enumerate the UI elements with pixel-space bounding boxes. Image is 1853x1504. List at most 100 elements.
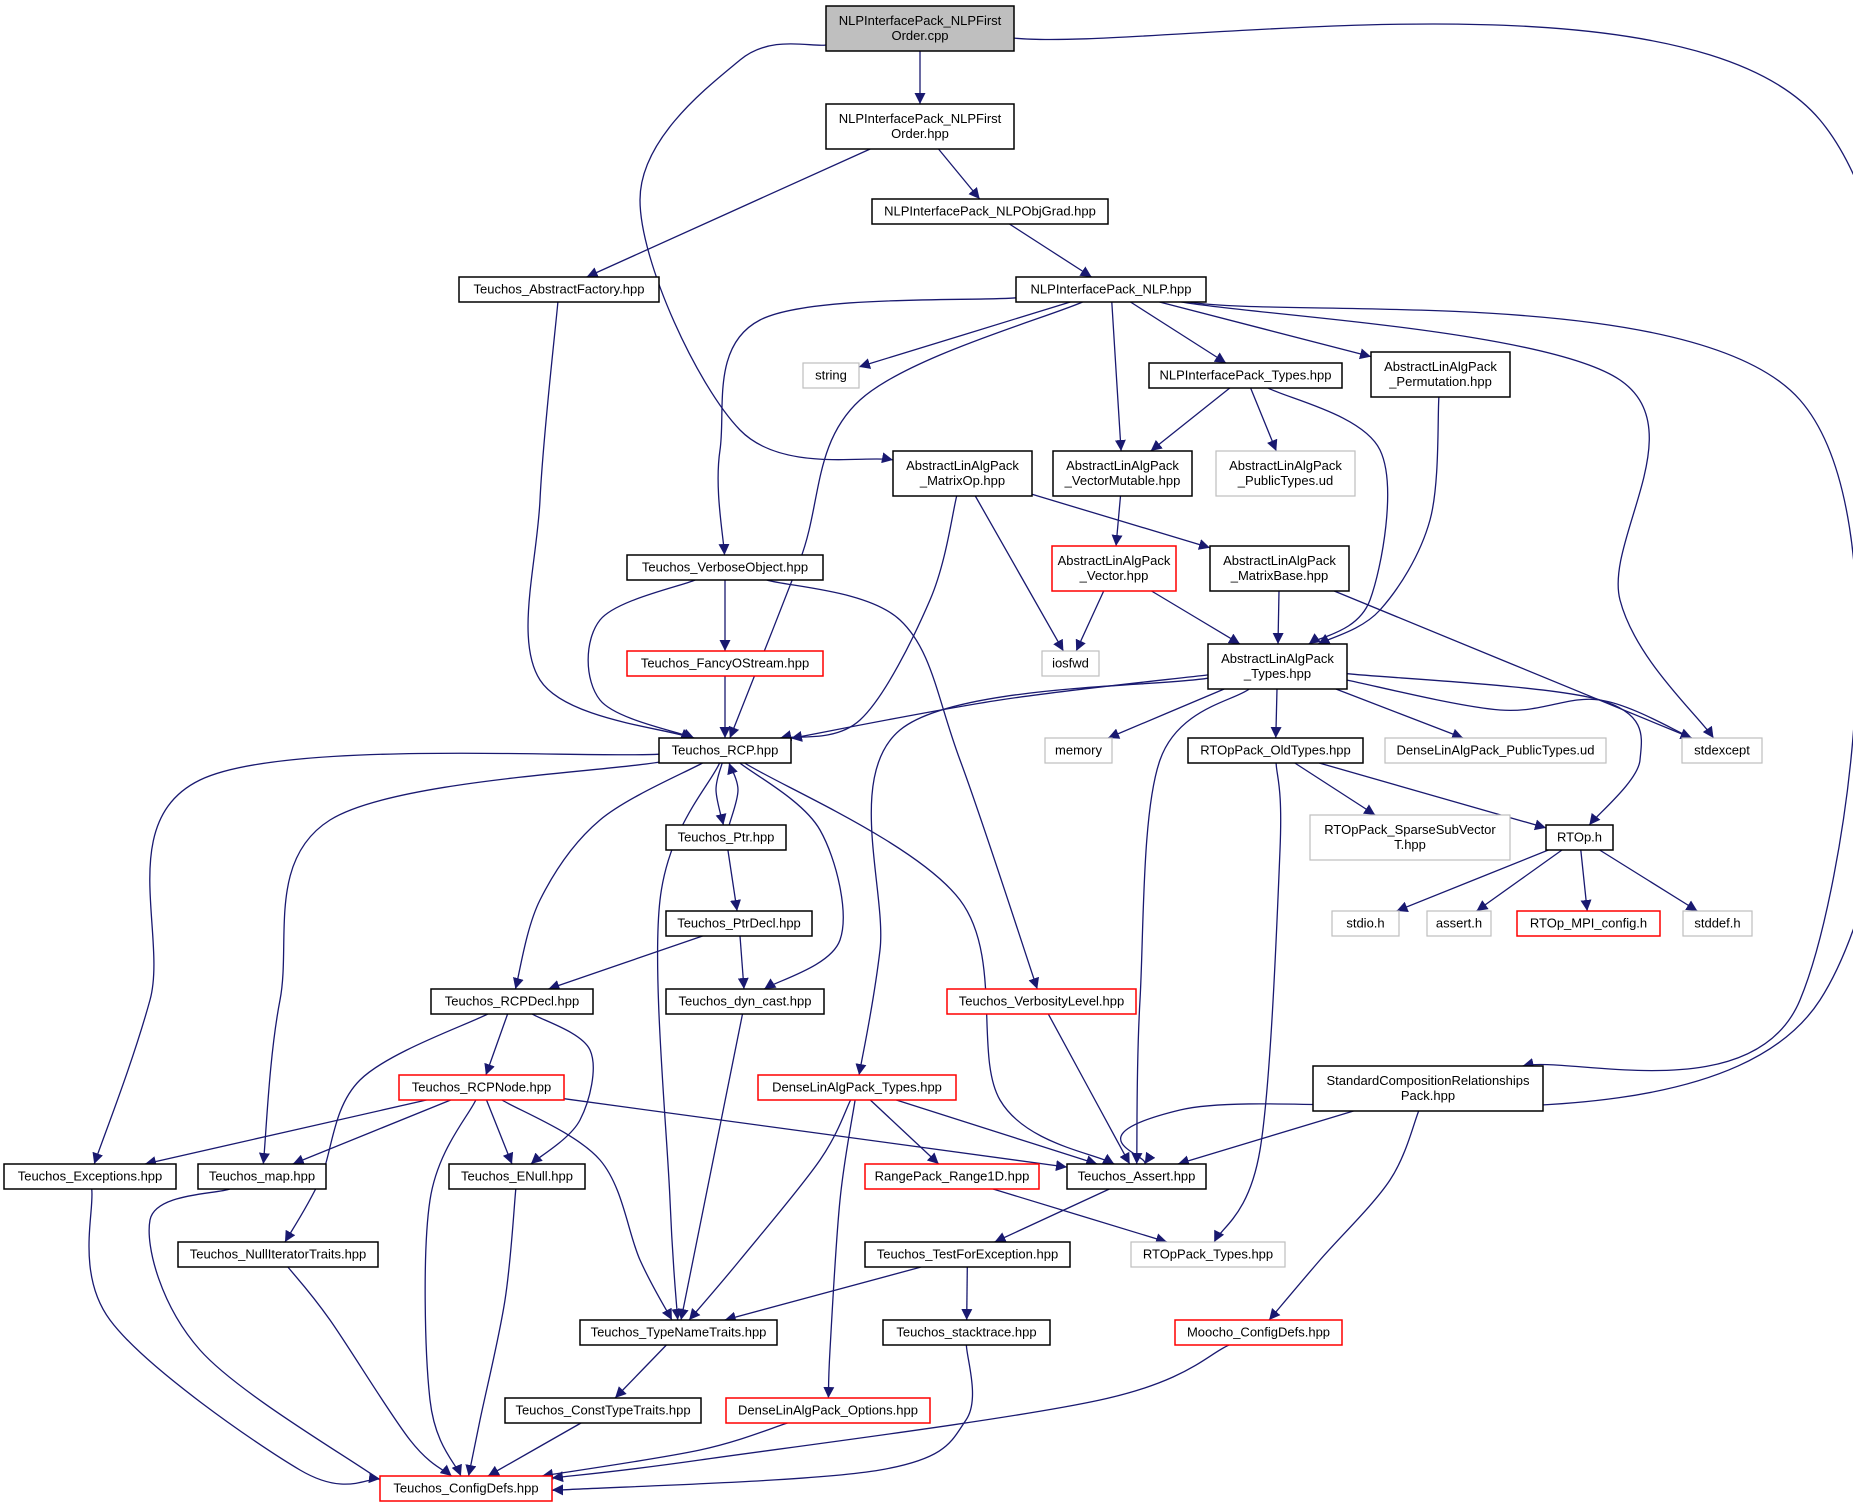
node-box [864,1163,1040,1190]
edge-stdcomp-to-assert [1177,1110,1354,1167]
node-label-line: T.hpp [1394,837,1426,852]
node-label-line: Teuchos_TypeNameTraits.hpp [591,1325,767,1340]
node-range[interactable]: RangePack_Range1D.hpp [864,1163,1040,1190]
node-label-line: RangePack_Range1D.hpp [875,1169,1030,1184]
node-stdexcept[interactable]: stdexcept [1681,737,1763,764]
node-testforexc[interactable]: Teuchos_TestForException.hpp [864,1241,1071,1268]
node-rcpnode[interactable]: Teuchos_RCPNode.hpp [398,1074,565,1101]
edge-enull-to-configdefs [465,1188,517,1477]
node-box [1545,824,1614,851]
node-rcp[interactable]: Teuchos_RCP.hpp [658,737,792,764]
node-rtoptypes[interactable]: RTOpPack_Types.hpp [1130,1241,1286,1268]
node-label-line: AbstractLinAlgPack [1066,458,1179,473]
node-enull[interactable]: Teuchos_ENull.hpp [448,1163,586,1190]
node-ptr[interactable]: Teuchos_Ptr.hpp [665,824,787,851]
node-iosfwd[interactable]: iosfwd [1041,650,1100,677]
node-label-line: string [815,368,847,383]
node-stddef[interactable]: stddef.h [1682,910,1753,937]
node-label-line: Teuchos_NullIteratorTraits.hpp [190,1247,367,1262]
edge-rcpdecl-to-nulliter [284,1013,489,1243]
node-label-line: Teuchos_ConfigDefs.hpp [393,1481,538,1496]
node-box [825,103,1015,150]
node-label-line: stdexcept [1694,743,1750,758]
node-nlp[interactable]: NLPInterfacePack_NLP.hpp [1015,276,1207,303]
edge-verbobj-to-rcp [587,579,696,740]
node-label-line: _Vector.hpp [1079,568,1149,583]
node-typename[interactable]: Teuchos_TypeNameTraits.hpp [579,1319,778,1346]
node-configdefs[interactable]: Teuchos_ConfigDefs.hpp [379,1475,553,1502]
node-label-line: Teuchos_AbstractFactory.hpp [473,282,644,297]
node-verbobj[interactable]: Teuchos_VerboseObject.hpp [626,554,824,581]
node-alptypes[interactable]: AbstractLinAlgPack_Types.hpp [1207,643,1348,690]
node-denspub[interactable]: DenseLinAlgPack_PublicTypes.ud [1384,737,1607,764]
edge-rcp-to-assert [744,762,1115,1165]
node-vecmut[interactable]: AbstractLinAlgPack_VectorMutable.hpp [1052,450,1193,497]
node-matrixop[interactable]: AbstractLinAlgPack_MatrixOp.hpp [892,450,1033,497]
node-label-line: Teuchos_FancyOStream.hpp [641,656,809,671]
node-moocho[interactable]: Moocho_ConfigDefs.hpp [1174,1319,1343,1346]
edge-verbobj-to-verblevel [766,579,1039,990]
node-rcpdecl[interactable]: Teuchos_RCPDecl.hpp [430,988,594,1015]
node-box [658,737,792,764]
edge-ptrdecl-to-rcpdecl [548,935,703,991]
node-string[interactable]: string [802,362,860,389]
node-stacktrace[interactable]: Teuchos_stacktrace.hpp [882,1319,1051,1346]
node-label-line: RTOp_MPI_config.h [1530,916,1647,931]
node-consttype[interactable]: Teuchos_ConstTypeTraits.hpp [504,1397,702,1424]
node-fancy[interactable]: Teuchos_FancyOStream.hpp [626,650,824,677]
node-box [665,988,825,1015]
node-label-line: stddef.h [1694,916,1740,931]
node-map[interactable]: Teuchos_map.hpp [197,1163,327,1190]
node-stdio[interactable]: stdio.h [1331,910,1400,937]
node-memory[interactable]: memory [1044,737,1113,764]
node-vector[interactable]: AbstractLinAlgPack_Vector.hpp [1051,545,1177,592]
node-exceptions[interactable]: Teuchos_Exceptions.hpp [3,1163,177,1190]
node-box [1130,1241,1286,1268]
edge-vecmut-to-vector [1111,495,1123,547]
node-nlptypes[interactable]: NLPInterfacePack_Types.hpp [1148,362,1343,389]
node-densetypes[interactable]: DenseLinAlgPack_Types.hpp [757,1074,957,1101]
node-box [448,1163,586,1190]
node-assert[interactable]: Teuchos_Assert.hpp [1066,1163,1207,1190]
node-label-line: StandardCompositionRelationships [1326,1073,1530,1088]
node-nulliter[interactable]: Teuchos_NullIteratorTraits.hpp [177,1241,379,1268]
edge-assert-to-testforexc [994,1188,1110,1243]
node-box [864,1241,1071,1268]
edge-denseopts-to-configdefs [541,1422,788,1480]
node-perm[interactable]: AbstractLinAlgPack_Permutation.hpp [1370,351,1511,398]
node-denseopts[interactable]: DenseLinAlgPack_Options.hpp [725,1397,931,1424]
edge-rtoph-to-stddef [1599,849,1698,912]
edge-matrixop-to-iosfwd [974,495,1064,652]
node-ptrdecl[interactable]: Teuchos_PtrDecl.hpp [665,910,813,937]
node-verblevel[interactable]: Teuchos_VerbosityLevel.hpp [946,988,1137,1015]
edge-alptypes-to-densetypes [855,677,1209,1076]
node-box [1052,450,1193,497]
edge-nlpfo_hpp-to-absfactory [586,148,871,278]
edge-densetypes-to-assert [896,1099,1098,1166]
node-asserth[interactable]: assert.h [1426,910,1492,937]
node-rtoph[interactable]: RTOp.h [1545,824,1614,851]
node-absfactory[interactable]: Teuchos_AbstractFactory.hpp [458,276,660,303]
node-box [626,554,824,581]
node-label-line: _Permutation.hpp [1388,374,1492,389]
node-objgrad[interactable]: NLPInterfacePack_NLPObjGrad.hpp [871,198,1109,225]
edge-alptypes-to-assert [1131,688,1250,1165]
edge-ptr-to-rcp [727,762,739,826]
node-box [458,276,660,303]
node-label-line: NLPInterfacePack_NLP.hpp [1031,282,1192,297]
node-label-line: NLPInterfacePack_NLPObjGrad.hpp [884,204,1096,219]
node-oldtypes[interactable]: RTOpPack_OldTypes.hpp [1187,737,1364,764]
edge-oldtypes-to-rtoph [1319,762,1547,831]
node-label-line: stdio.h [1346,916,1384,931]
node-label-line: RTOpPack_Types.hpp [1143,1247,1273,1262]
node-pubtypes[interactable]: AbstractLinAlgPack_PublicTypes.ud [1215,450,1356,497]
edge-rcpnode-to-map [292,1099,451,1165]
node-matbase[interactable]: AbstractLinAlgPack_MatrixBase.hpp [1209,545,1350,592]
node-dyncast[interactable]: Teuchos_dyn_cast.hpp [665,988,825,1015]
node-mpiconfig[interactable]: RTOp_MPI_config.h [1516,910,1661,937]
edge-exceptions-to-configdefs [88,1188,381,1485]
